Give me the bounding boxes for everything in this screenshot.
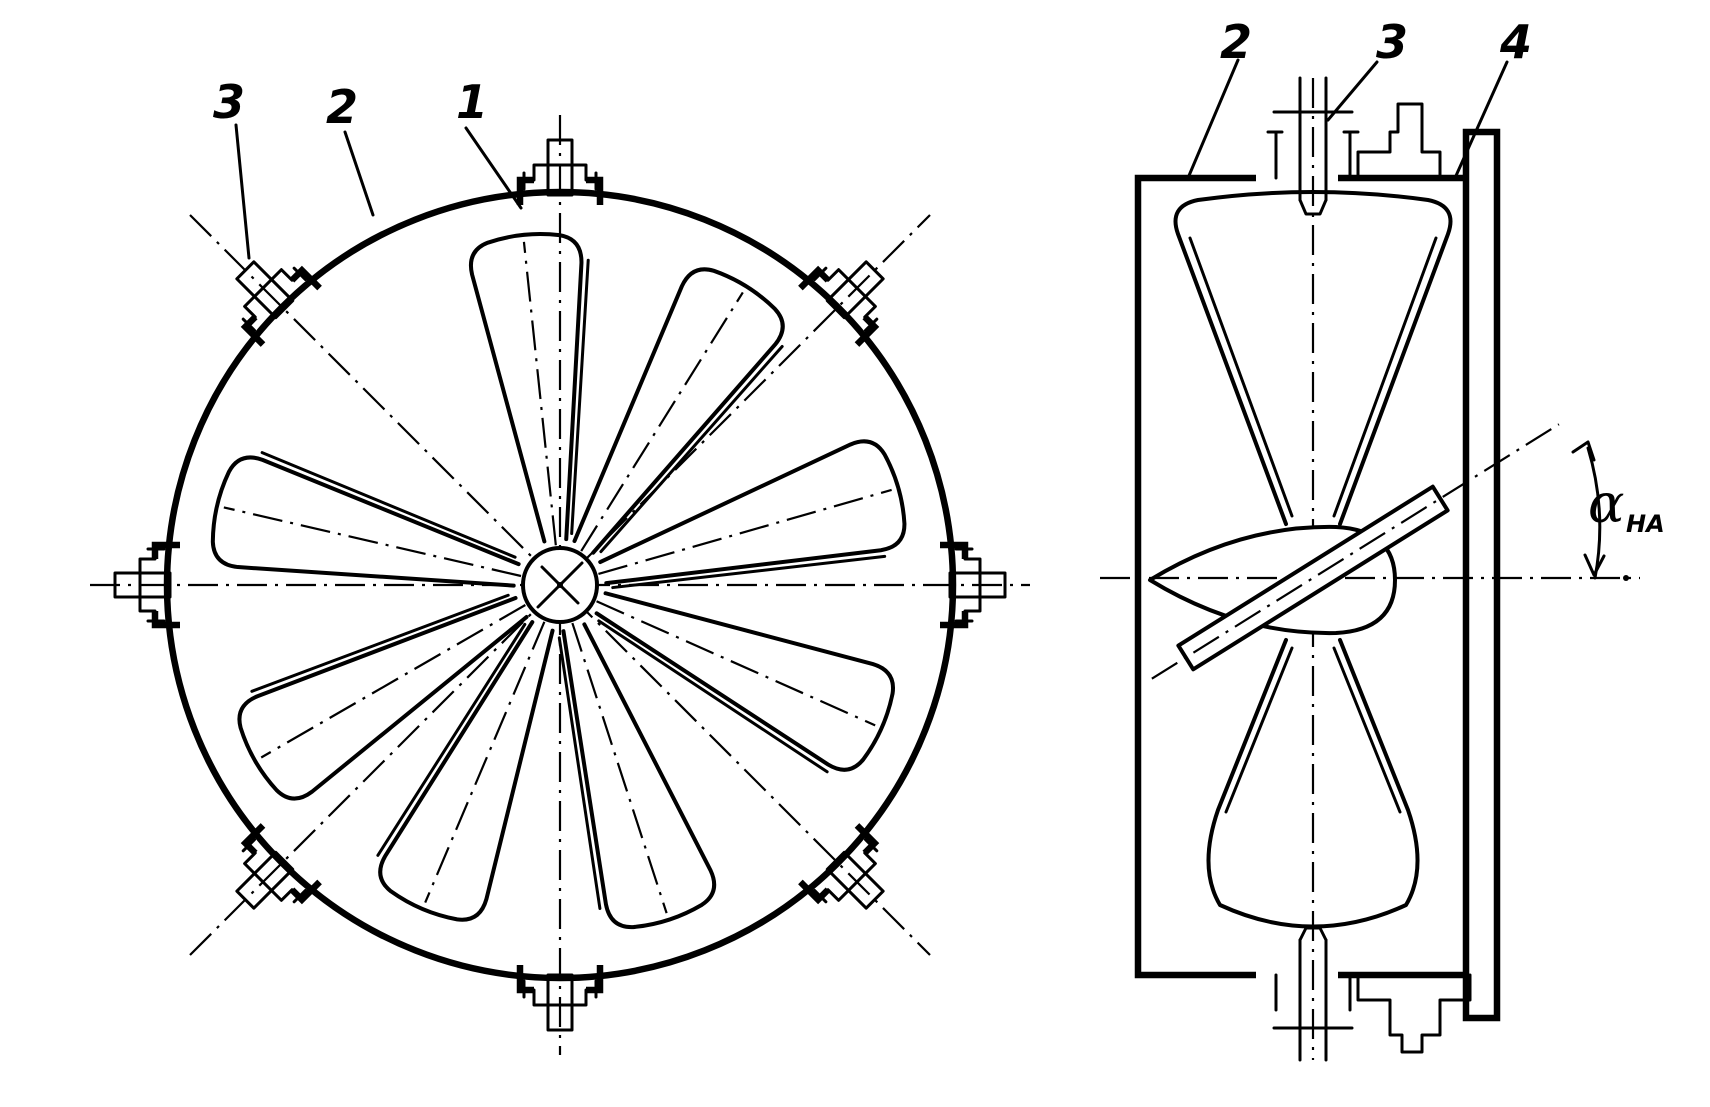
side-casing — [1134, 174, 1256, 979]
axis-line-3 — [189, 214, 931, 956]
blade-7 — [225, 557, 551, 811]
stub-shaft-2 — [798, 243, 902, 347]
side-blade-upper — [1173, 190, 1453, 526]
label-side-2: 2 — [1220, 15, 1252, 69]
stub-shaft-6 — [218, 823, 322, 927]
tilted-blade-section — [1151, 423, 1560, 680]
blade-6 — [365, 598, 595, 931]
stub-shaft-3 — [940, 541, 1007, 629]
stub-shaft-1 — [516, 138, 604, 205]
side-view — [1100, 58, 1640, 1062]
blade-8 — [202, 449, 531, 631]
label-front-3: 3 — [213, 75, 245, 129]
blade-3 — [585, 432, 916, 628]
angle-arc — [1586, 446, 1602, 580]
blade-5 — [519, 608, 724, 939]
casing-ring — [163, 188, 957, 982]
label-front-2: 2 — [326, 80, 358, 134]
front-blades — [202, 227, 916, 939]
label-front-1: 1 — [456, 75, 488, 129]
front-view — [90, 115, 1030, 1055]
label-side-4: 4 — [1499, 15, 1532, 69]
angle-subscript: HA — [1626, 510, 1665, 538]
side-flange — [1462, 128, 1501, 1022]
stub-shaft-8 — [218, 243, 322, 347]
stub-shaft-7 — [113, 541, 180, 629]
label-side-3: 3 — [1376, 15, 1408, 69]
stub-shaft-4 — [798, 823, 902, 927]
front-leaders — [234, 123, 523, 260]
blade-4 — [576, 550, 907, 781]
front-stubs — [113, 138, 1007, 1032]
angle-symbol: α — [1588, 472, 1624, 535]
blade-2 — [534, 255, 796, 579]
blade-1 — [466, 227, 613, 549]
axis-line-4 — [189, 214, 931, 956]
side-blade-lower — [1206, 638, 1420, 929]
stub-shaft-5 — [516, 965, 604, 1032]
